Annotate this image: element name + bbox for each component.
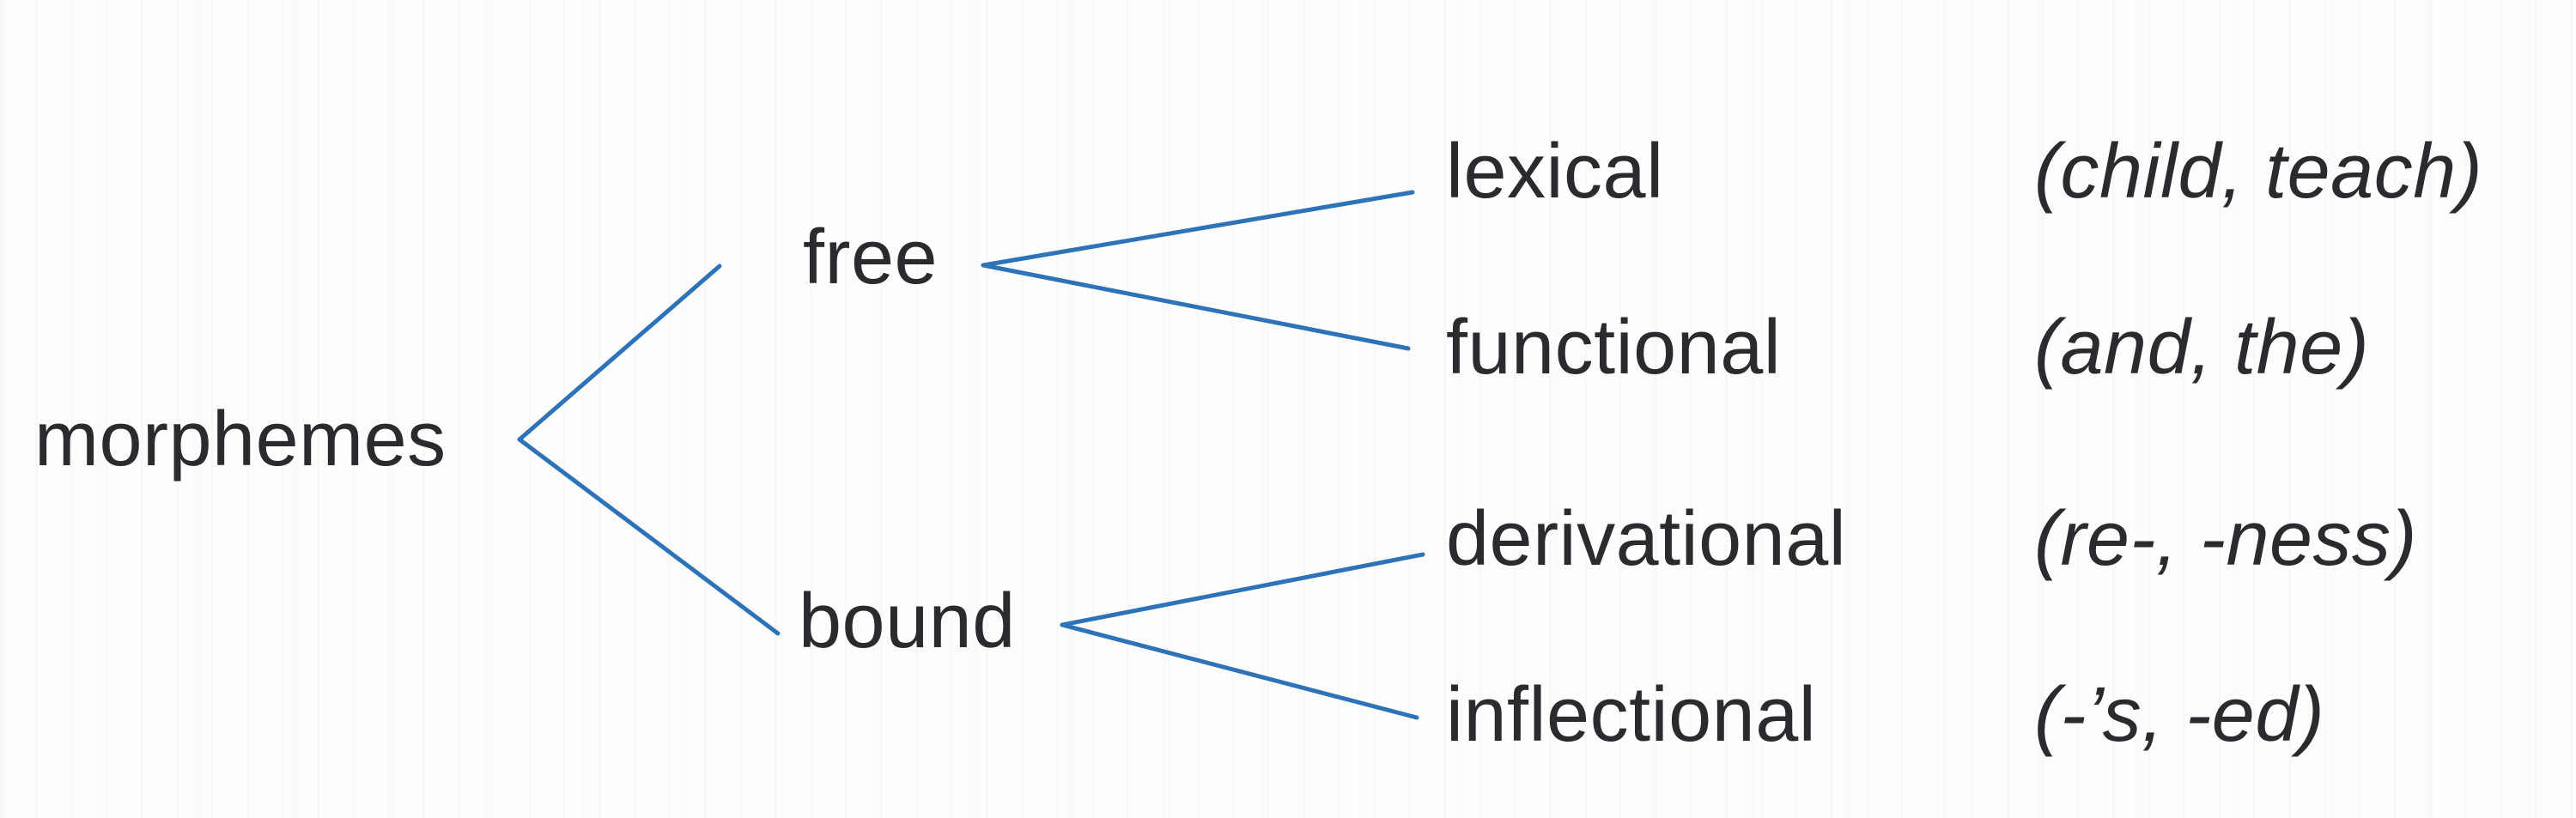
edge-morphemes-free (517, 264, 722, 442)
node-lexical: lexical (1446, 129, 1664, 215)
node-derivational: derivational (1446, 496, 1847, 582)
edge-morphemes-bound (517, 437, 781, 636)
examples-derivational: (re-, -ness) (2034, 496, 2418, 582)
edge-bound-derivational (1060, 552, 1425, 627)
edge-free-functional (981, 263, 1411, 351)
node-inflectional: inflectional (1446, 672, 1817, 758)
node-free: free (803, 215, 939, 300)
node-bound: bound (799, 579, 1016, 664)
node-morphemes: morphemes (34, 397, 447, 482)
examples-inflectional: (-’s, -ed) (2034, 672, 2325, 758)
edge-free-lexical (981, 190, 1415, 268)
examples-functional: (and, the) (2034, 305, 2370, 391)
edge-bound-inflectional (1060, 622, 1419, 720)
node-functional: functional (1446, 305, 1782, 391)
examples-lexical: (child, teach) (2034, 129, 2483, 215)
